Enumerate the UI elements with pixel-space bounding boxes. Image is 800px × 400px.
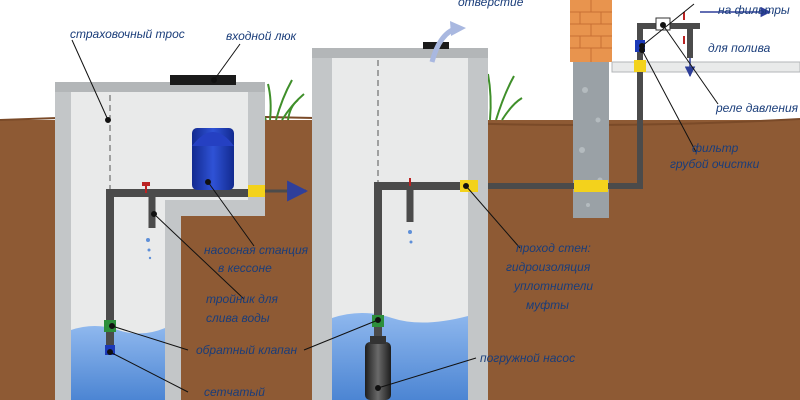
label-opening: отверстие	[458, 0, 524, 9]
water-left	[71, 326, 165, 400]
label-mesh: сетчатый	[204, 385, 265, 399]
label-pump-station-line1: насосная станция	[204, 243, 309, 257]
grass-left	[251, 79, 305, 121]
leader-lines	[71, 3, 719, 393]
label-coarse-filter-line2: грубой очистки	[670, 157, 760, 171]
label-coarse-filter-line1: фильтр	[692, 141, 739, 155]
coupling-wall	[574, 180, 608, 192]
label-entry-hatch: входной люк	[226, 29, 298, 43]
label-submersible-pump: погружной насос	[480, 351, 575, 365]
label-wall-pass-line1: проход стен:	[516, 241, 591, 255]
label-drain-tee-line2: слива воды	[206, 311, 270, 325]
caisson-chamber	[71, 92, 265, 200]
label-drain-tee-line1: тройник для	[206, 292, 279, 306]
label-safety-cable: страховочный трос	[70, 27, 185, 41]
label-wall-pass-line3: уплотнители	[513, 279, 593, 293]
deep-well	[312, 21, 488, 400]
label-to-filters: на фильтры	[718, 3, 790, 17]
coupling-floor	[634, 60, 646, 72]
pump-head	[370, 336, 386, 344]
label-wall-pass-line2: гидроизоляция	[506, 260, 591, 274]
label-wall-pass-line4: муфты	[526, 298, 569, 312]
label-for-watering: для полива	[708, 41, 771, 55]
caisson-floor	[165, 200, 265, 216]
caisson-right-wall	[248, 92, 265, 216]
well-lid	[312, 48, 488, 58]
shaft-right-wall	[165, 216, 181, 400]
submersible-pump	[365, 342, 391, 400]
coupling-caisson	[248, 185, 265, 197]
valve-cap-left	[142, 182, 150, 186]
house-wall	[488, 0, 800, 218]
caisson-lid	[55, 82, 265, 92]
well-right-wall	[468, 58, 488, 400]
labels: страховочный трос входной люк отверстие …	[70, 0, 799, 399]
label-check-valve: обратный клапан	[196, 343, 297, 357]
label-pressure-relay: реле давления	[715, 101, 799, 115]
label-pump-station-line2: в кессоне	[218, 261, 272, 275]
entry-hatch	[170, 75, 236, 85]
well-left-wall	[312, 58, 332, 400]
house-floor	[611, 61, 800, 73]
foundation	[573, 62, 609, 218]
pump-station-tank-top	[192, 132, 234, 146]
vent-airflow-arrow-head	[450, 21, 466, 36]
suction-pipe-left	[106, 189, 250, 350]
caisson-well	[55, 75, 309, 400]
caisson-left-wall	[55, 92, 71, 400]
water-middle	[332, 313, 468, 400]
riser-pipe	[374, 182, 470, 340]
